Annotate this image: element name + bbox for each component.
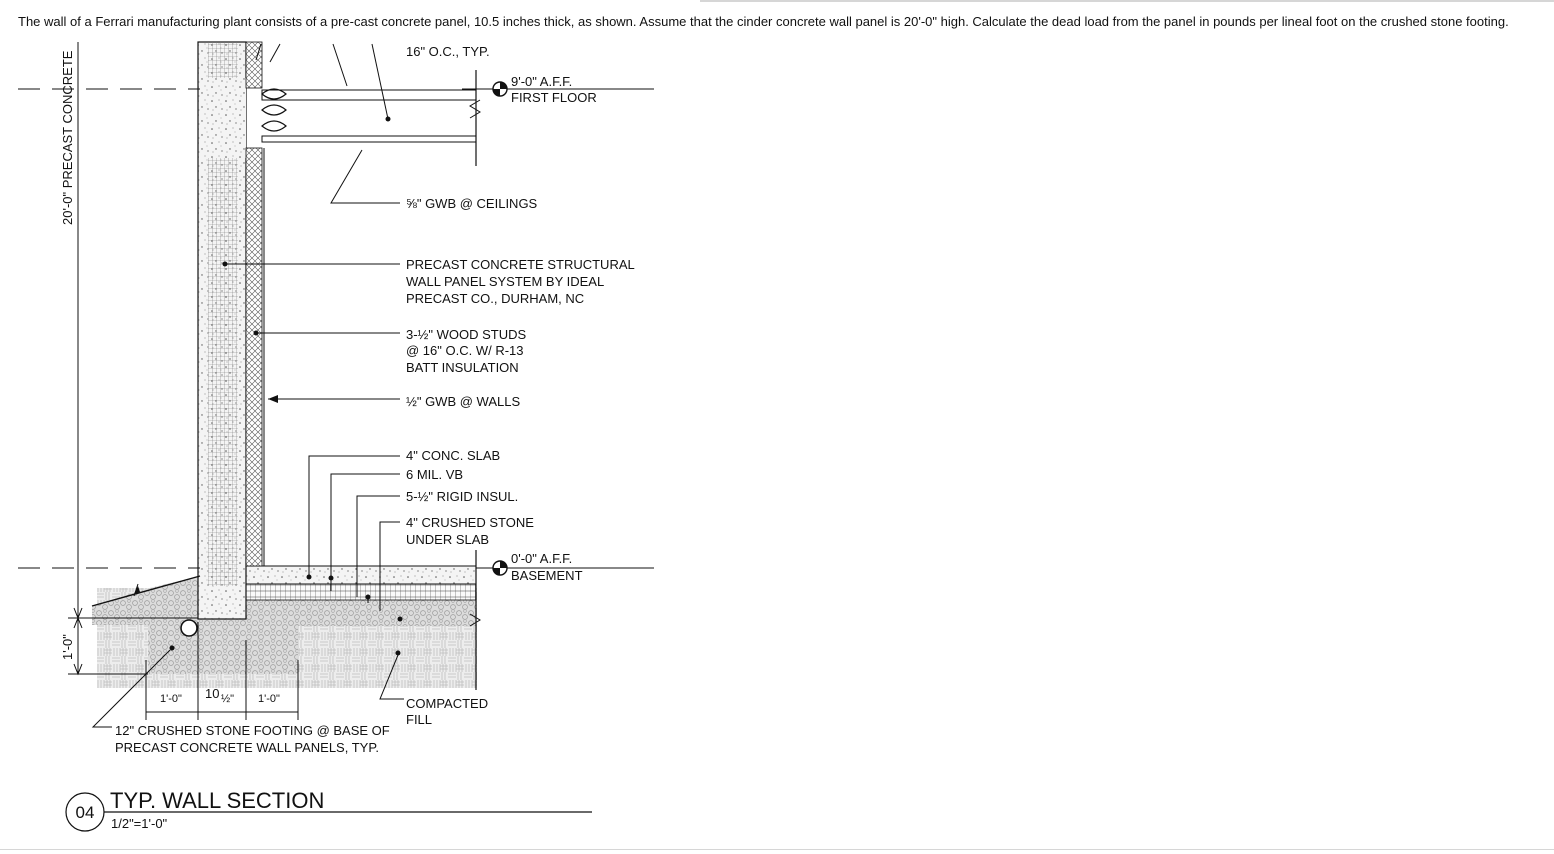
first-floor-level-marker xyxy=(492,81,508,97)
first-floor-name: FIRST FLOOR xyxy=(511,90,597,105)
detail-scale: 1/2"=1'-0" xyxy=(111,816,168,831)
fill-label-line2: FILL xyxy=(406,712,432,727)
batt-insulation-blocking xyxy=(261,88,287,132)
footing-label-line2: PRECAST CONCRETE WALL PANELS, TYP. xyxy=(115,740,379,755)
studs-label-line3: BATT INSULATION xyxy=(406,360,519,375)
detail-title: TYP. WALL SECTION xyxy=(110,788,324,813)
crushed-stone-under-slab xyxy=(246,600,476,626)
grade-slope-fill xyxy=(92,576,200,625)
height-dimension xyxy=(68,42,198,676)
basement-level-marker xyxy=(492,560,508,576)
leader-dots xyxy=(169,261,403,656)
vapor-barrier-label: 6 MIL. VB xyxy=(406,467,463,482)
left-projection-dimension: 1'-0" xyxy=(160,693,182,705)
fill-label-line1: COMPACTED xyxy=(406,696,488,711)
crushed-stone-label-line2: UNDER SLAB xyxy=(406,532,489,547)
rigid-insulation xyxy=(245,583,477,601)
concrete-slab xyxy=(245,565,477,585)
precast-label-line3: PRECAST CO., DURHAM, NC xyxy=(406,291,584,306)
wall-height-dimension: 20'-0" PRECAST CONCRETE xyxy=(60,50,75,225)
panel-thickness-fraction: ½" xyxy=(221,693,234,705)
problem-statement: The wall of a Ferrari manufacturing plan… xyxy=(18,14,1509,29)
studs-label-line2: @ 16" O.C. W/ R-13 xyxy=(406,343,524,358)
basement-name: BASEMENT xyxy=(511,568,583,583)
panel-thickness-whole: 10 xyxy=(205,686,219,701)
crushed-stone-label-line1: 4" CRUSHED STONE xyxy=(406,515,534,530)
panel-grid-core xyxy=(208,158,238,586)
wood-studs-insulation xyxy=(245,147,263,567)
footing-label-line1: 12" CRUSHED STONE FOOTING @ BASE OF xyxy=(115,723,390,738)
first-floor-elevation: 9'-0" A.F.F. xyxy=(511,74,572,89)
footing-depth-dimension: 1'-0" xyxy=(60,634,75,660)
basement-elevation: 0'-0" A.F.F. xyxy=(511,551,572,566)
detail-number: 04 xyxy=(76,803,95,822)
precast-label-line2: WALL PANEL SYSTEM BY IDEAL xyxy=(406,274,604,289)
footing-width-dimensions xyxy=(145,622,299,720)
joist-spacing-note: 16" O.C., TYP. xyxy=(406,44,490,59)
panel-grid-top xyxy=(208,42,238,78)
floor-deck xyxy=(261,89,477,101)
callout-leaders xyxy=(91,149,404,728)
precast-label-line1: PRECAST CONCRETE STRUCTURAL xyxy=(406,257,635,272)
right-projection-dimension: 1'-0" xyxy=(258,693,280,705)
slab-label: 4" CONC. SLAB xyxy=(406,448,500,463)
top-border xyxy=(700,0,1554,2)
gwb-ceilings-label: ⅝" GWB @ CEILINGS xyxy=(406,196,538,211)
bottom-border xyxy=(0,849,1554,850)
footing-detail-circle xyxy=(180,619,198,637)
rigid-insulation-label: 5-½" RIGID INSUL. xyxy=(406,489,518,504)
gwb-walls-label: ½" GWB @ WALLS xyxy=(406,394,520,409)
ceiling-gwb xyxy=(261,135,477,143)
studs-label-line1: 3-½" WOOD STUDS xyxy=(406,327,527,342)
